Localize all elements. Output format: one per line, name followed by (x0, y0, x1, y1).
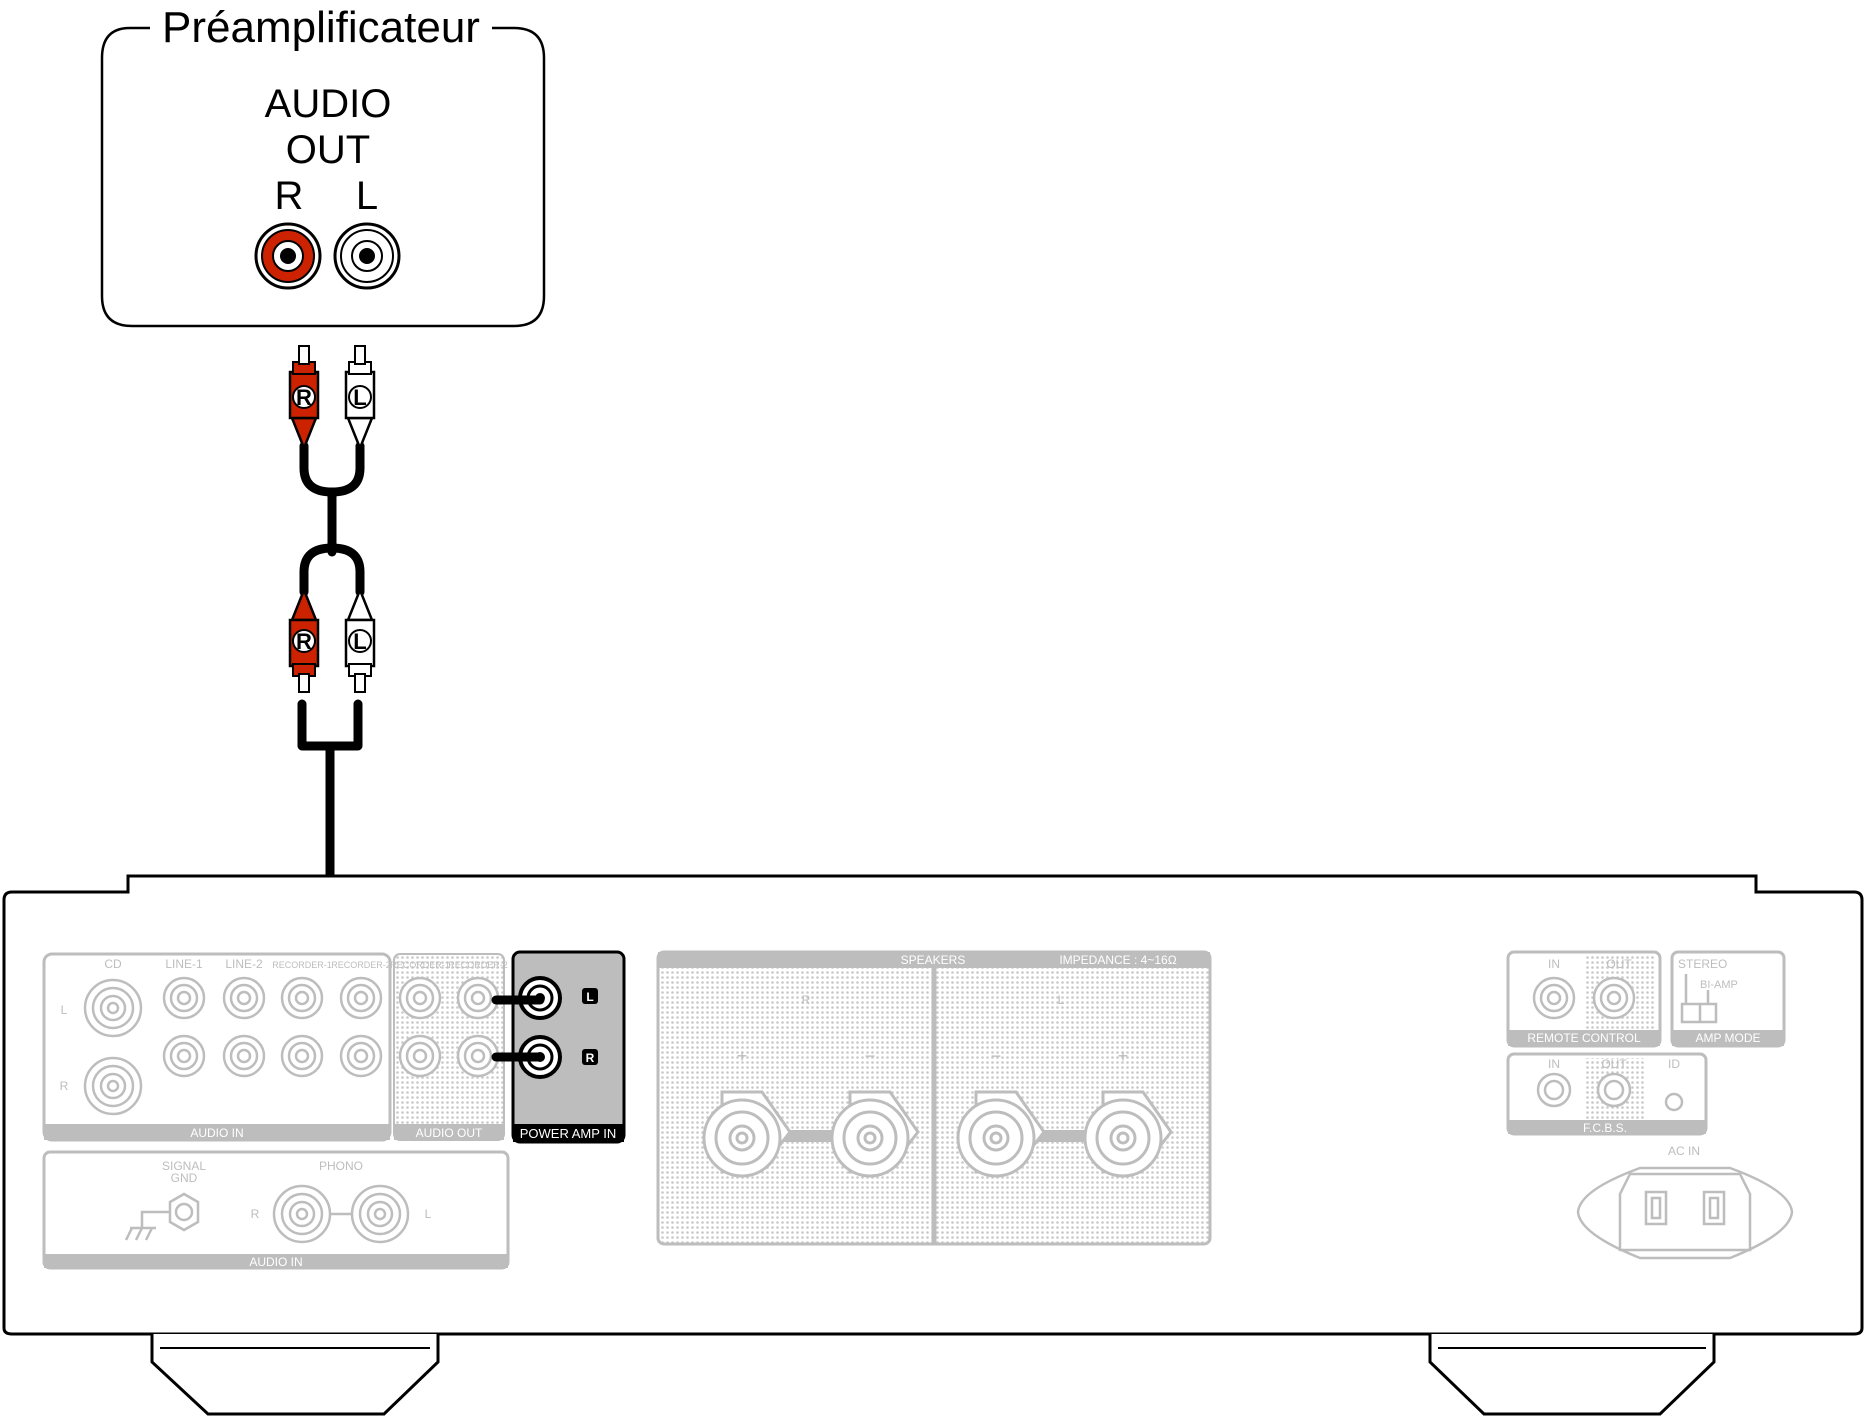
audio-in-jacks (83, 976, 383, 1116)
phono-group: AUDIO IN SIGNAL GND PHONO R L (42, 1150, 510, 1270)
phono-audio-in-label: AUDIO IN (249, 1255, 302, 1269)
impedance-label: IMPEDANCE : 4~16Ω (1059, 953, 1176, 967)
audio-out-label: AUDIO OUT (416, 1126, 483, 1140)
bottom-left-plug-label: L (353, 629, 366, 654)
bottom-left-rca-plug: L (344, 586, 376, 693)
preamp-right-jack[interactable] (254, 222, 322, 290)
bi-amp-label: BI-AMP (1700, 979, 1738, 991)
remote-out-label: OUT (1606, 957, 1632, 971)
preamp-left-jack[interactable] (333, 222, 401, 290)
power-amp-in-label: POWER AMP IN (520, 1126, 617, 1141)
amp-mode-group: AMP MODE STEREO BI-AMP (1670, 950, 1786, 1048)
preamplifier: Préamplificateur AUDIO OUT R L (100, 3, 546, 328)
fcbs-out-label: OUT (1601, 1057, 1627, 1071)
ground-terminal-icon (124, 1192, 200, 1241)
speaker-terminals (702, 1090, 1173, 1178)
signal-gnd-line2: GND (171, 1171, 198, 1185)
left-foot (150, 1334, 440, 1416)
audio-in-channel-r: R (60, 1079, 69, 1093)
audio-in-channel-l: L (61, 1003, 68, 1017)
top-left-rca-plug: L (344, 345, 376, 452)
preamp-box (100, 26, 546, 328)
bottom-right-plug-label: R (296, 629, 312, 654)
audio-in-group: AUDIO IN CD LINE-1 LINE-2 RECORDER-1 REC… (42, 952, 392, 1142)
cable-to-jacks (491, 995, 545, 1062)
ac-inlet-icon (1576, 1166, 1794, 1260)
signal-gnd-line1: SIGNAL (162, 1159, 206, 1173)
input-line2-label: LINE-2 (225, 957, 263, 971)
remote-jacks (1532, 976, 1636, 1020)
speaker-r-minus: − (865, 1046, 876, 1066)
speakers-group: SPEAKERS IMPEDANCE : 4~16Ω R L + − − + (656, 950, 1212, 1246)
preamp-title: Préamplificateur (162, 3, 480, 52)
remote-in-label: IN (1548, 957, 1560, 971)
remote-control-label: REMOTE CONTROL (1527, 1031, 1641, 1045)
phono-label: PHONO (319, 1159, 363, 1173)
audio-out-group: AUDIO OUT RECORDER-1 RECORDER-2 (390, 953, 508, 1141)
fcbs-in-label: IN (1548, 1057, 1560, 1071)
amplifier-rear-panel: AUDIO IN CD LINE-1 LINE-2 RECORDER-1 REC… (2, 874, 1864, 1416)
ac-in-group: AC IN (1576, 1144, 1794, 1260)
top-right-rca-plug: R (288, 345, 320, 452)
output-recorder2-label: RECORDER-2 (448, 960, 508, 970)
stereo-label: STEREO (1678, 957, 1727, 971)
bottom-right-rca-plug: R (288, 586, 320, 693)
power-amp-in-group[interactable]: POWER AMP IN L R (511, 950, 626, 1144)
power-amp-in-l-badge: L (586, 990, 593, 1004)
input-recorder2-label: RECORDER-2 (331, 960, 391, 970)
input-cd-label: CD (104, 957, 122, 971)
speaker-r-plus: + (737, 1046, 748, 1066)
audio-out-label-line2: OUT (286, 128, 370, 172)
output-recorder1-label: RECORDER-1 (390, 960, 450, 970)
speaker-l-label: L (1058, 993, 1065, 1007)
right-foot (1428, 1334, 1716, 1416)
fcbs-id-label: ID (1668, 1057, 1680, 1071)
audio-out-jacks (398, 976, 500, 1078)
phono-jacks (272, 1184, 410, 1244)
fcbs-jacks (1536, 1072, 1684, 1112)
power-amp-in-r-badge: R (586, 1051, 595, 1065)
top-left-plug-label: L (353, 385, 366, 410)
preamp-right-label: R (275, 174, 304, 218)
fcbs-group: F.C.B.S. IN OUT ID (1506, 1052, 1708, 1136)
phono-l-label: L (425, 1207, 432, 1221)
preamp-left-label: L (356, 174, 378, 218)
audio-in-label: AUDIO IN (190, 1126, 243, 1140)
fcbs-label: F.C.B.S. (1583, 1121, 1627, 1135)
speaker-l-plus: + (1118, 1046, 1129, 1066)
ac-in-label: AC IN (1668, 1144, 1700, 1158)
amp-mode-label: AMP MODE (1695, 1031, 1760, 1045)
top-right-plug-label: R (296, 385, 312, 410)
audio-out-label-line1: AUDIO (265, 82, 392, 126)
input-line1-label: LINE-1 (165, 957, 203, 971)
amp-mode-switch (1680, 974, 1718, 1024)
speaker-l-minus: − (991, 1046, 1002, 1066)
speaker-r-label: R (802, 993, 811, 1007)
input-recorder1-label: RECORDER-1 (272, 960, 332, 970)
phono-r-label: R (251, 1207, 260, 1221)
remote-control-group: REMOTE CONTROL IN OUT (1506, 950, 1662, 1048)
speakers-label: SPEAKERS (901, 953, 966, 967)
